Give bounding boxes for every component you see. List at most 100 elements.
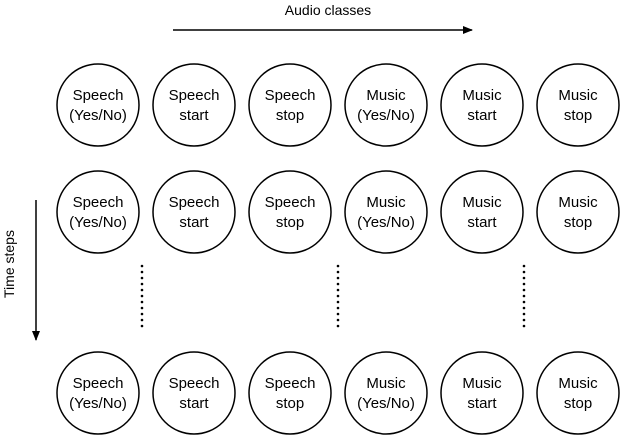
node-label: Music <box>558 194 598 211</box>
ellipsis-dot <box>140 282 144 286</box>
node-r2-c1: Speech start <box>152 351 236 435</box>
node-label: Speech <box>169 375 220 392</box>
node-label: (Yes/No) <box>69 107 127 124</box>
ellipsis-dot <box>336 288 340 292</box>
ellipsis-dot <box>336 282 340 286</box>
ellipsis-dot <box>140 300 144 304</box>
node-label: Music <box>462 87 502 104</box>
node-r1-c5: Music stop <box>536 170 620 254</box>
x-axis-label: Audio classes <box>285 2 371 18</box>
node-label: start <box>467 107 497 124</box>
node-label: start <box>467 214 497 231</box>
ellipsis-dot <box>140 276 144 280</box>
node-label: Music <box>366 87 406 104</box>
vertical-ellipsis <box>522 264 526 328</box>
node-label: Speech <box>73 194 124 211</box>
ellipsis-dot <box>522 306 526 310</box>
node-r0-c5: Music stop <box>536 63 620 147</box>
node-circle <box>248 63 332 147</box>
node-label: stop <box>564 395 592 412</box>
ellipsis-dot <box>336 318 340 322</box>
ellipsis-dot <box>522 282 526 286</box>
node-r0-c4: Music start <box>440 63 524 147</box>
vertical-ellipsis <box>336 264 340 328</box>
node-r0-c1: Speech start <box>152 63 236 147</box>
node-label: stop <box>276 107 304 124</box>
node-r0-c0: Speech (Yes/No) <box>56 63 140 147</box>
ellipsis-dot <box>522 294 526 298</box>
node-r2-c3: Music(Yes/No) <box>344 351 428 435</box>
node-label: Speech <box>265 194 316 211</box>
node-circle <box>440 63 524 147</box>
y-axis-label: Time steps <box>1 230 17 298</box>
node-label: (Yes/No) <box>69 395 127 412</box>
node-r1-c4: Music start <box>440 170 524 254</box>
ellipsis-dot <box>522 270 526 274</box>
node-label: Music <box>558 375 598 392</box>
node-label: Speech <box>265 375 316 392</box>
node-r2-c5: Music stop <box>536 351 620 435</box>
nodes-layer: Speech(Yes/No)SpeechstartSpeechstopMusic… <box>56 63 620 435</box>
node-circle <box>344 351 428 435</box>
node-label: stop <box>564 107 592 124</box>
ellipsis-dot <box>140 312 144 316</box>
vertical-ellipsis <box>140 264 144 328</box>
ellipsis-dot <box>522 264 526 268</box>
node-label: start <box>179 107 209 124</box>
node-circle <box>536 63 620 147</box>
node-label: Music <box>366 375 406 392</box>
ellipsis-dot <box>522 300 526 304</box>
node-r1-c3: Music(Yes/No) <box>344 170 428 254</box>
ellipsis-dot <box>522 288 526 292</box>
node-circle <box>536 351 620 435</box>
ellipsis-dot <box>140 306 144 310</box>
ellipsis-dot <box>336 312 340 316</box>
ellipsis-dot <box>336 306 340 310</box>
ellipsis-dot <box>140 324 144 328</box>
ellipsis-dot <box>336 324 340 328</box>
node-label: (Yes/No) <box>69 214 127 231</box>
node-label: (Yes/No) <box>357 107 415 124</box>
node-label: Speech <box>73 87 124 104</box>
node-label: Music <box>462 375 502 392</box>
node-label: Music <box>366 194 406 211</box>
node-circle <box>152 170 236 254</box>
node-label: start <box>179 395 209 412</box>
ellipsis-dot <box>140 264 144 268</box>
ellipsis-dot <box>140 270 144 274</box>
ellipsis-dot <box>522 318 526 322</box>
ellipsis-dot <box>336 300 340 304</box>
node-circle <box>152 351 236 435</box>
node-circle <box>344 170 428 254</box>
ellipsis-dot <box>336 294 340 298</box>
node-circle <box>344 63 428 147</box>
ellipsis-dot <box>522 276 526 280</box>
node-circle <box>56 63 140 147</box>
ellipsis-layer <box>140 264 526 328</box>
node-circle <box>536 170 620 254</box>
node-r0-c3: Music (Yes/No) <box>344 63 428 147</box>
ellipsis-dot <box>522 312 526 316</box>
ellipsis-dot <box>336 276 340 280</box>
node-r1-c0: Speech (Yes/No) <box>56 170 140 254</box>
node-label: start <box>467 395 497 412</box>
node-r2-c0: Speech(Yes/No) <box>56 351 140 435</box>
node-circle <box>440 351 524 435</box>
node-label: stop <box>276 395 304 412</box>
ellipsis-dot <box>522 324 526 328</box>
ellipsis-dot <box>336 264 340 268</box>
node-circle <box>152 63 236 147</box>
node-label: Music <box>558 87 598 104</box>
node-r0-c2: Speech stop <box>248 63 332 147</box>
node-label: Music <box>462 194 502 211</box>
node-circle <box>248 351 332 435</box>
node-label: Speech <box>265 87 316 104</box>
node-r2-c2: Speech stop <box>248 351 332 435</box>
node-label: Speech <box>169 87 220 104</box>
node-r2-c4: Music start <box>440 351 524 435</box>
node-label: stop <box>564 214 592 231</box>
